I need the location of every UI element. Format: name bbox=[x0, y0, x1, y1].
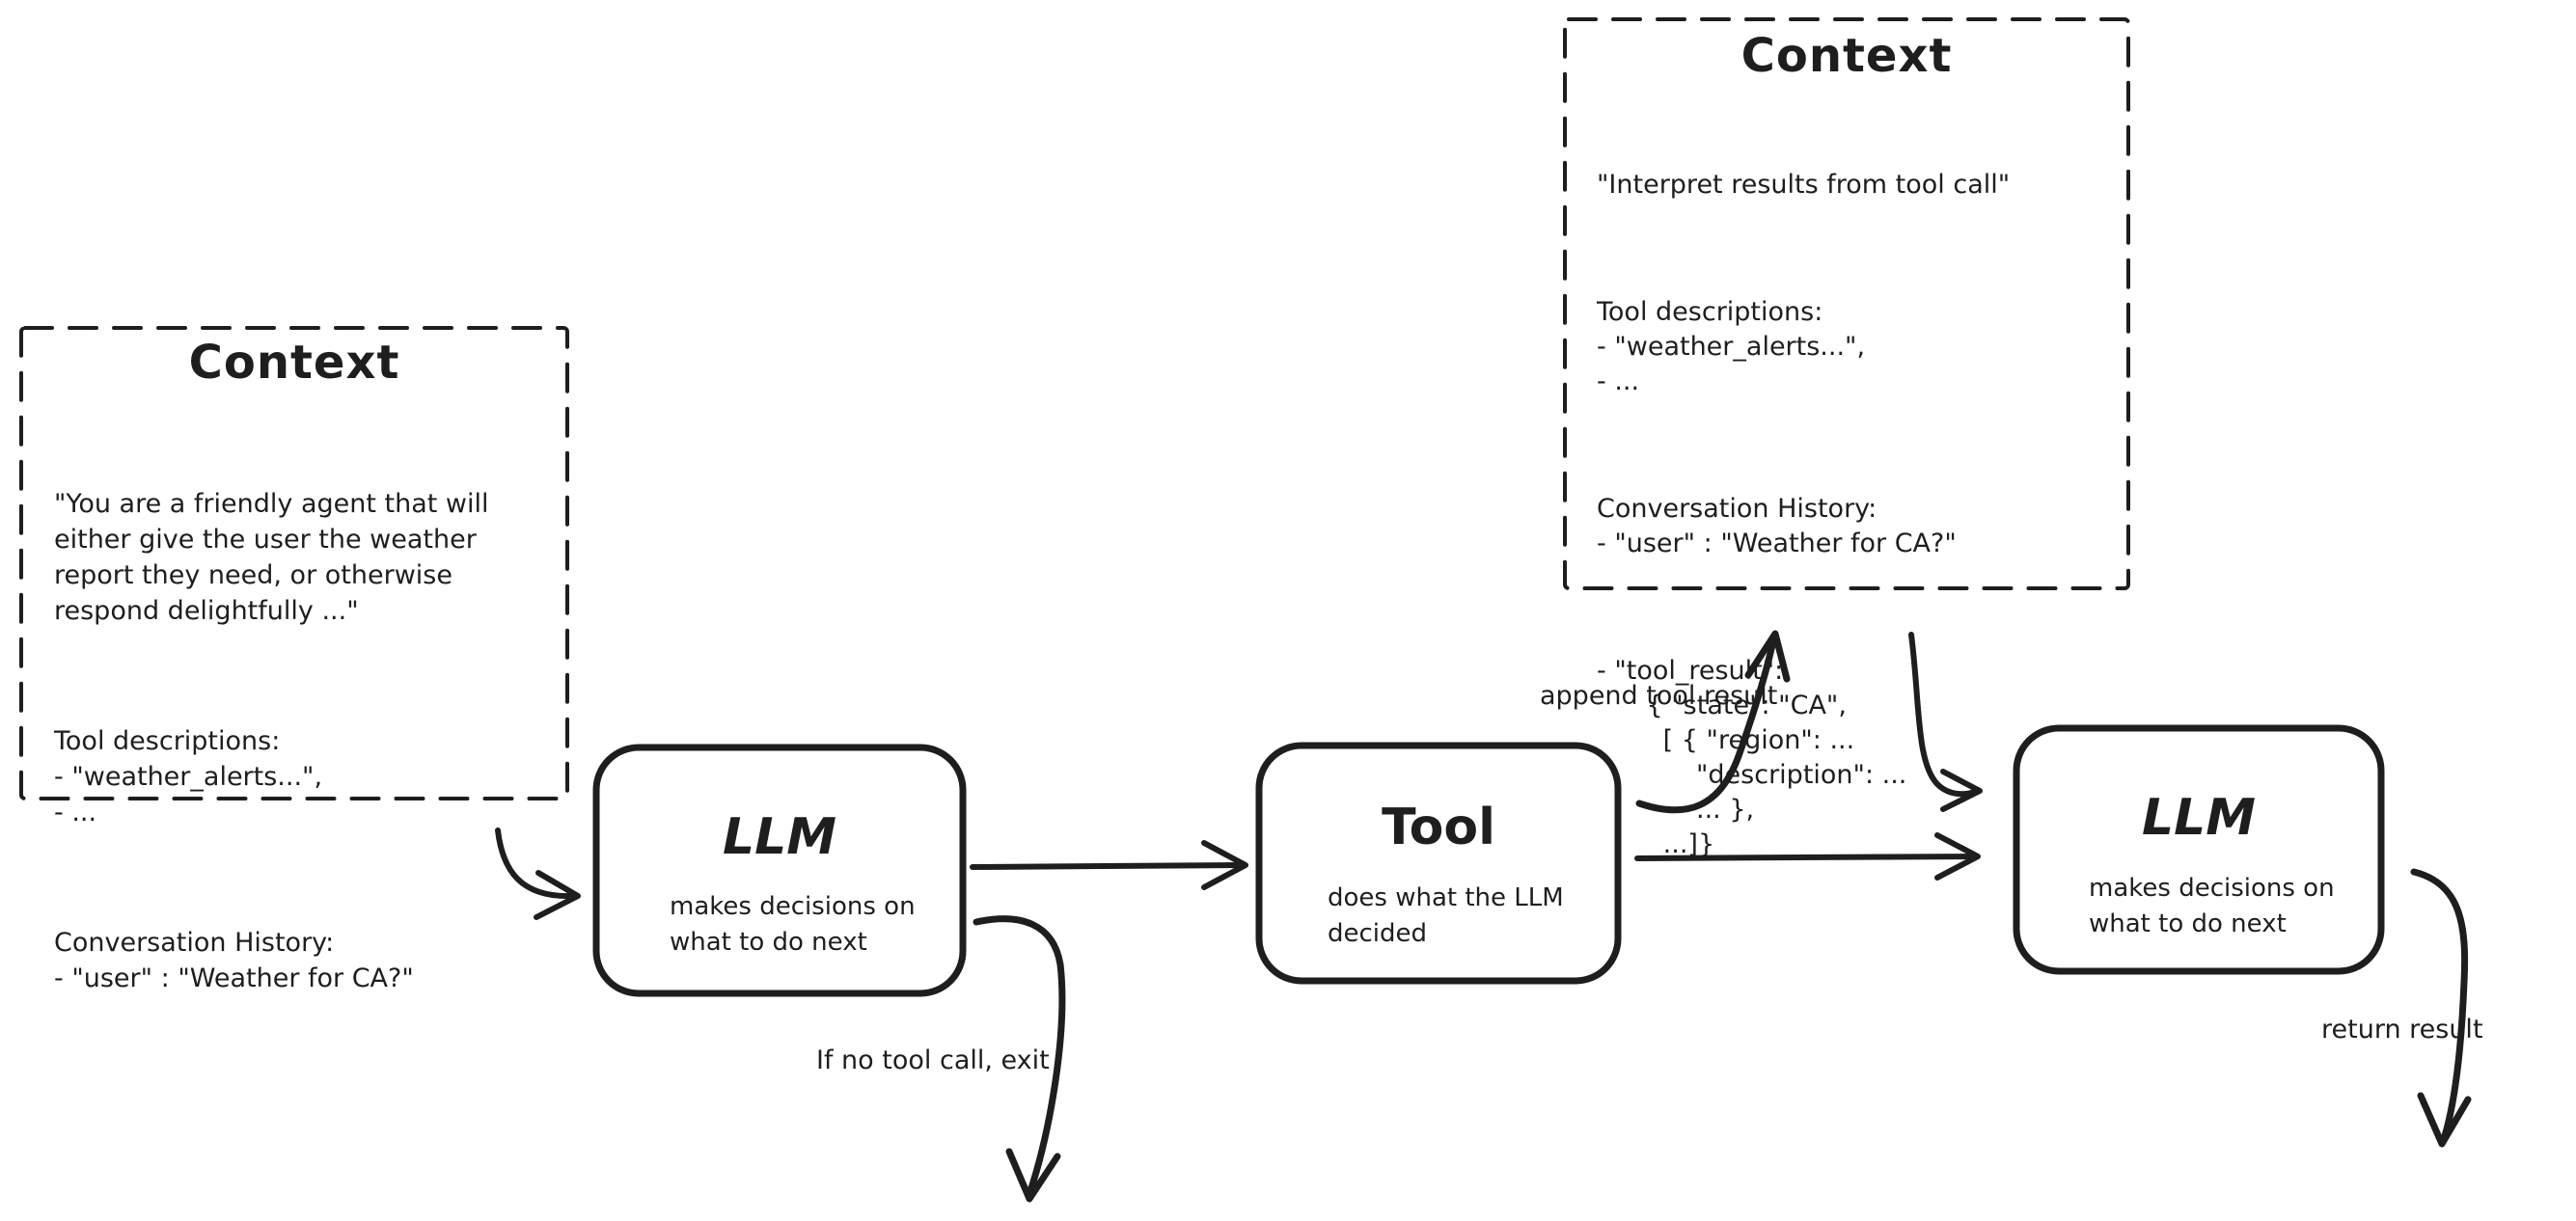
context-right-tool-descriptions: Tool descriptions: - "weather_alerts..."… bbox=[1597, 297, 1866, 396]
tool-description: does what the LLM decided bbox=[1328, 883, 1564, 948]
context-right-tool-result: - "tool_result": { "state": "CA", [ { "r… bbox=[1597, 656, 1907, 859]
llm2-description: makes decisions on what to do next bbox=[2089, 874, 2335, 938]
arrow-context-left-to-llm1 bbox=[495, 828, 581, 920]
context-right-conversation-history: Conversation History: - "user" : "Weathe… bbox=[1597, 494, 1957, 558]
arrow-llm1-exit bbox=[973, 915, 1066, 1203]
arrow-tool-to-context-right bbox=[1635, 630, 1791, 814]
llm2-title: LLM bbox=[2141, 789, 2256, 847]
context-left-tool-descriptions: Tool descriptions: - "weather_alerts..."… bbox=[54, 726, 323, 828]
context-left-box bbox=[19, 326, 569, 800]
label-append-tool-result: append tool result bbox=[1540, 681, 1778, 711]
context-right-title: Context bbox=[1740, 29, 1953, 83]
llm1-box bbox=[592, 744, 967, 997]
arrow-context-right-to-llm2 bbox=[1908, 632, 1983, 812]
llm2-box bbox=[2013, 724, 2385, 975]
context-left-conversation-history: Conversation History: - "user" : "Weathe… bbox=[54, 928, 414, 993]
llm1-title: LLM bbox=[722, 808, 836, 866]
label-if-no-tool-call-exit: If no tool call, exit bbox=[816, 1045, 1050, 1075]
context-right-system-prompt: "Interpret results from tool call" bbox=[1597, 170, 2011, 200]
tool-box bbox=[1255, 742, 1622, 985]
llm1-description: makes decisions on what to do next bbox=[670, 892, 916, 957]
arrow-llm1-to-tool bbox=[970, 840, 1248, 890]
context-left-title: Context bbox=[188, 336, 400, 390]
tool-title: Tool bbox=[1382, 799, 1495, 856]
context-left-system-prompt: "You are a friendly agent that will eith… bbox=[54, 489, 489, 626]
arrow-tool-to-llm2 bbox=[1634, 832, 1981, 881]
context-left-body: "You are a friendly agent that will eith… bbox=[54, 415, 551, 1068]
label-return-result: return result bbox=[2321, 1015, 2483, 1045]
context-right-box bbox=[1563, 17, 2130, 590]
arrow-llm2-return bbox=[2410, 868, 2472, 1148]
context-right-body: "Interpret results from tool call" Tool … bbox=[1597, 98, 2118, 932]
